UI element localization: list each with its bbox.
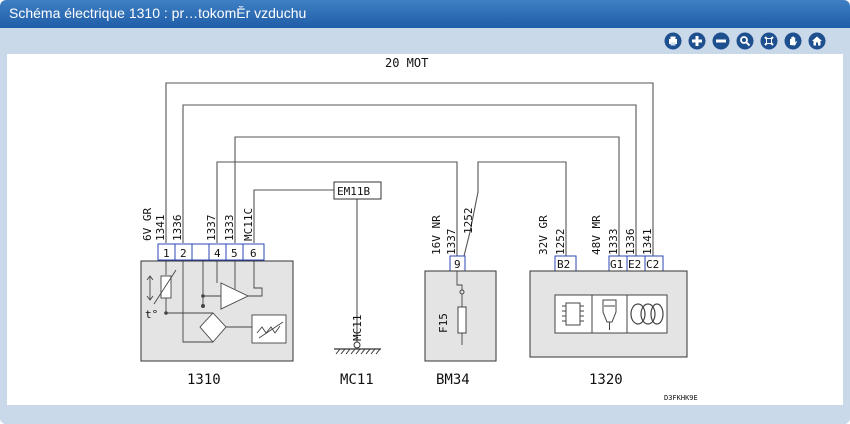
label-1310: 1310 bbox=[187, 372, 221, 388]
magnifier-icon bbox=[736, 32, 754, 50]
wire-label-1310-6: MC11C bbox=[242, 208, 255, 241]
wire-label-1310-1: 6V GR bbox=[141, 208, 154, 241]
wiring-diagram: 20 MOT EM11B bbox=[140, 56, 698, 402]
pin-1320-g1: G1 bbox=[610, 258, 623, 271]
sensor-symbol: t° bbox=[145, 308, 158, 321]
printer-icon bbox=[664, 32, 682, 50]
component-bm34: F15 bbox=[424, 270, 497, 362]
wire-label-1320-1: 32V GR bbox=[537, 215, 550, 255]
component-1310: t° bbox=[140, 260, 294, 362]
diagram-canvas: 20 MOT EM11B bbox=[7, 54, 843, 405]
pin-1320-c2: C2 bbox=[646, 258, 659, 271]
wire-label-1310-2: 1341 bbox=[154, 215, 167, 242]
home-button[interactable] bbox=[808, 32, 826, 50]
wire-label-1320-6: 1341 bbox=[641, 229, 654, 256]
label-bm34: BM34 bbox=[436, 372, 470, 388]
fit-icon bbox=[760, 32, 778, 50]
pins-1320: B2 G1 E2 C2 bbox=[554, 255, 664, 272]
wire-label-bm34-3: 1252 bbox=[462, 208, 475, 235]
minus-icon bbox=[712, 32, 730, 50]
zoom-button[interactable] bbox=[736, 32, 754, 50]
pin-1310-6: 6 bbox=[250, 247, 257, 260]
wire-label-bm34-2: 1337 bbox=[445, 229, 458, 256]
wire-label-1310-4: 1337 bbox=[205, 215, 218, 242]
reference-code: D3FKHK9E bbox=[664, 394, 698, 402]
em11b-label: EM11B bbox=[337, 185, 370, 198]
pin-1310-1: 1 bbox=[163, 247, 170, 260]
pin-1320-b2: B2 bbox=[557, 258, 570, 271]
em11b-connector bbox=[333, 181, 382, 200]
wire-label-bm34-1: 16V NR bbox=[430, 215, 443, 255]
label-1320: 1320 bbox=[589, 372, 623, 388]
wires bbox=[165, 82, 654, 342]
wire-label-1310-5: 1333 bbox=[223, 215, 236, 242]
label-mc11: MC11 bbox=[340, 372, 374, 388]
fuse-label: F15 bbox=[437, 313, 450, 333]
pins-1310: 1 2 4 5 6 bbox=[157, 243, 265, 261]
status-bar bbox=[0, 405, 850, 424]
print-button[interactable] bbox=[664, 32, 682, 50]
title-bar: Schéma électrique 1310 : pr…tokomĔr vzdu… bbox=[0, 0, 850, 28]
add-button[interactable] bbox=[688, 32, 706, 50]
plus-icon bbox=[688, 32, 706, 50]
wire-label-1320-5: 1336 bbox=[624, 229, 637, 256]
home-icon bbox=[808, 32, 826, 50]
pin-1310-2: 2 bbox=[180, 247, 187, 260]
toolbar bbox=[0, 28, 850, 54]
pin-1310-5: 5 bbox=[231, 247, 238, 260]
remove-button[interactable] bbox=[712, 32, 730, 50]
bm34-pin: 9 bbox=[454, 258, 461, 271]
wire-label-mc11: MC11 bbox=[351, 315, 364, 342]
wire-label-1320-4: 1333 bbox=[607, 229, 620, 256]
wire-label-1310-3: 1336 bbox=[171, 215, 184, 242]
pin-1320-e2: E2 bbox=[628, 258, 641, 271]
component-1320 bbox=[529, 270, 688, 358]
window-title: Schéma électrique 1310 : pr…tokomĔr vzdu… bbox=[9, 5, 307, 21]
wire-label-1320-3: 48V MR bbox=[590, 215, 603, 255]
hand-icon bbox=[784, 32, 802, 50]
ground-mc11 bbox=[334, 341, 381, 355]
top-label: 20 MOT bbox=[385, 56, 428, 70]
pin-1310-4: 4 bbox=[214, 247, 221, 260]
pan-button[interactable] bbox=[784, 32, 802, 50]
wire-label-1320-2: 1252 bbox=[554, 229, 567, 256]
fit-button[interactable] bbox=[760, 32, 778, 50]
